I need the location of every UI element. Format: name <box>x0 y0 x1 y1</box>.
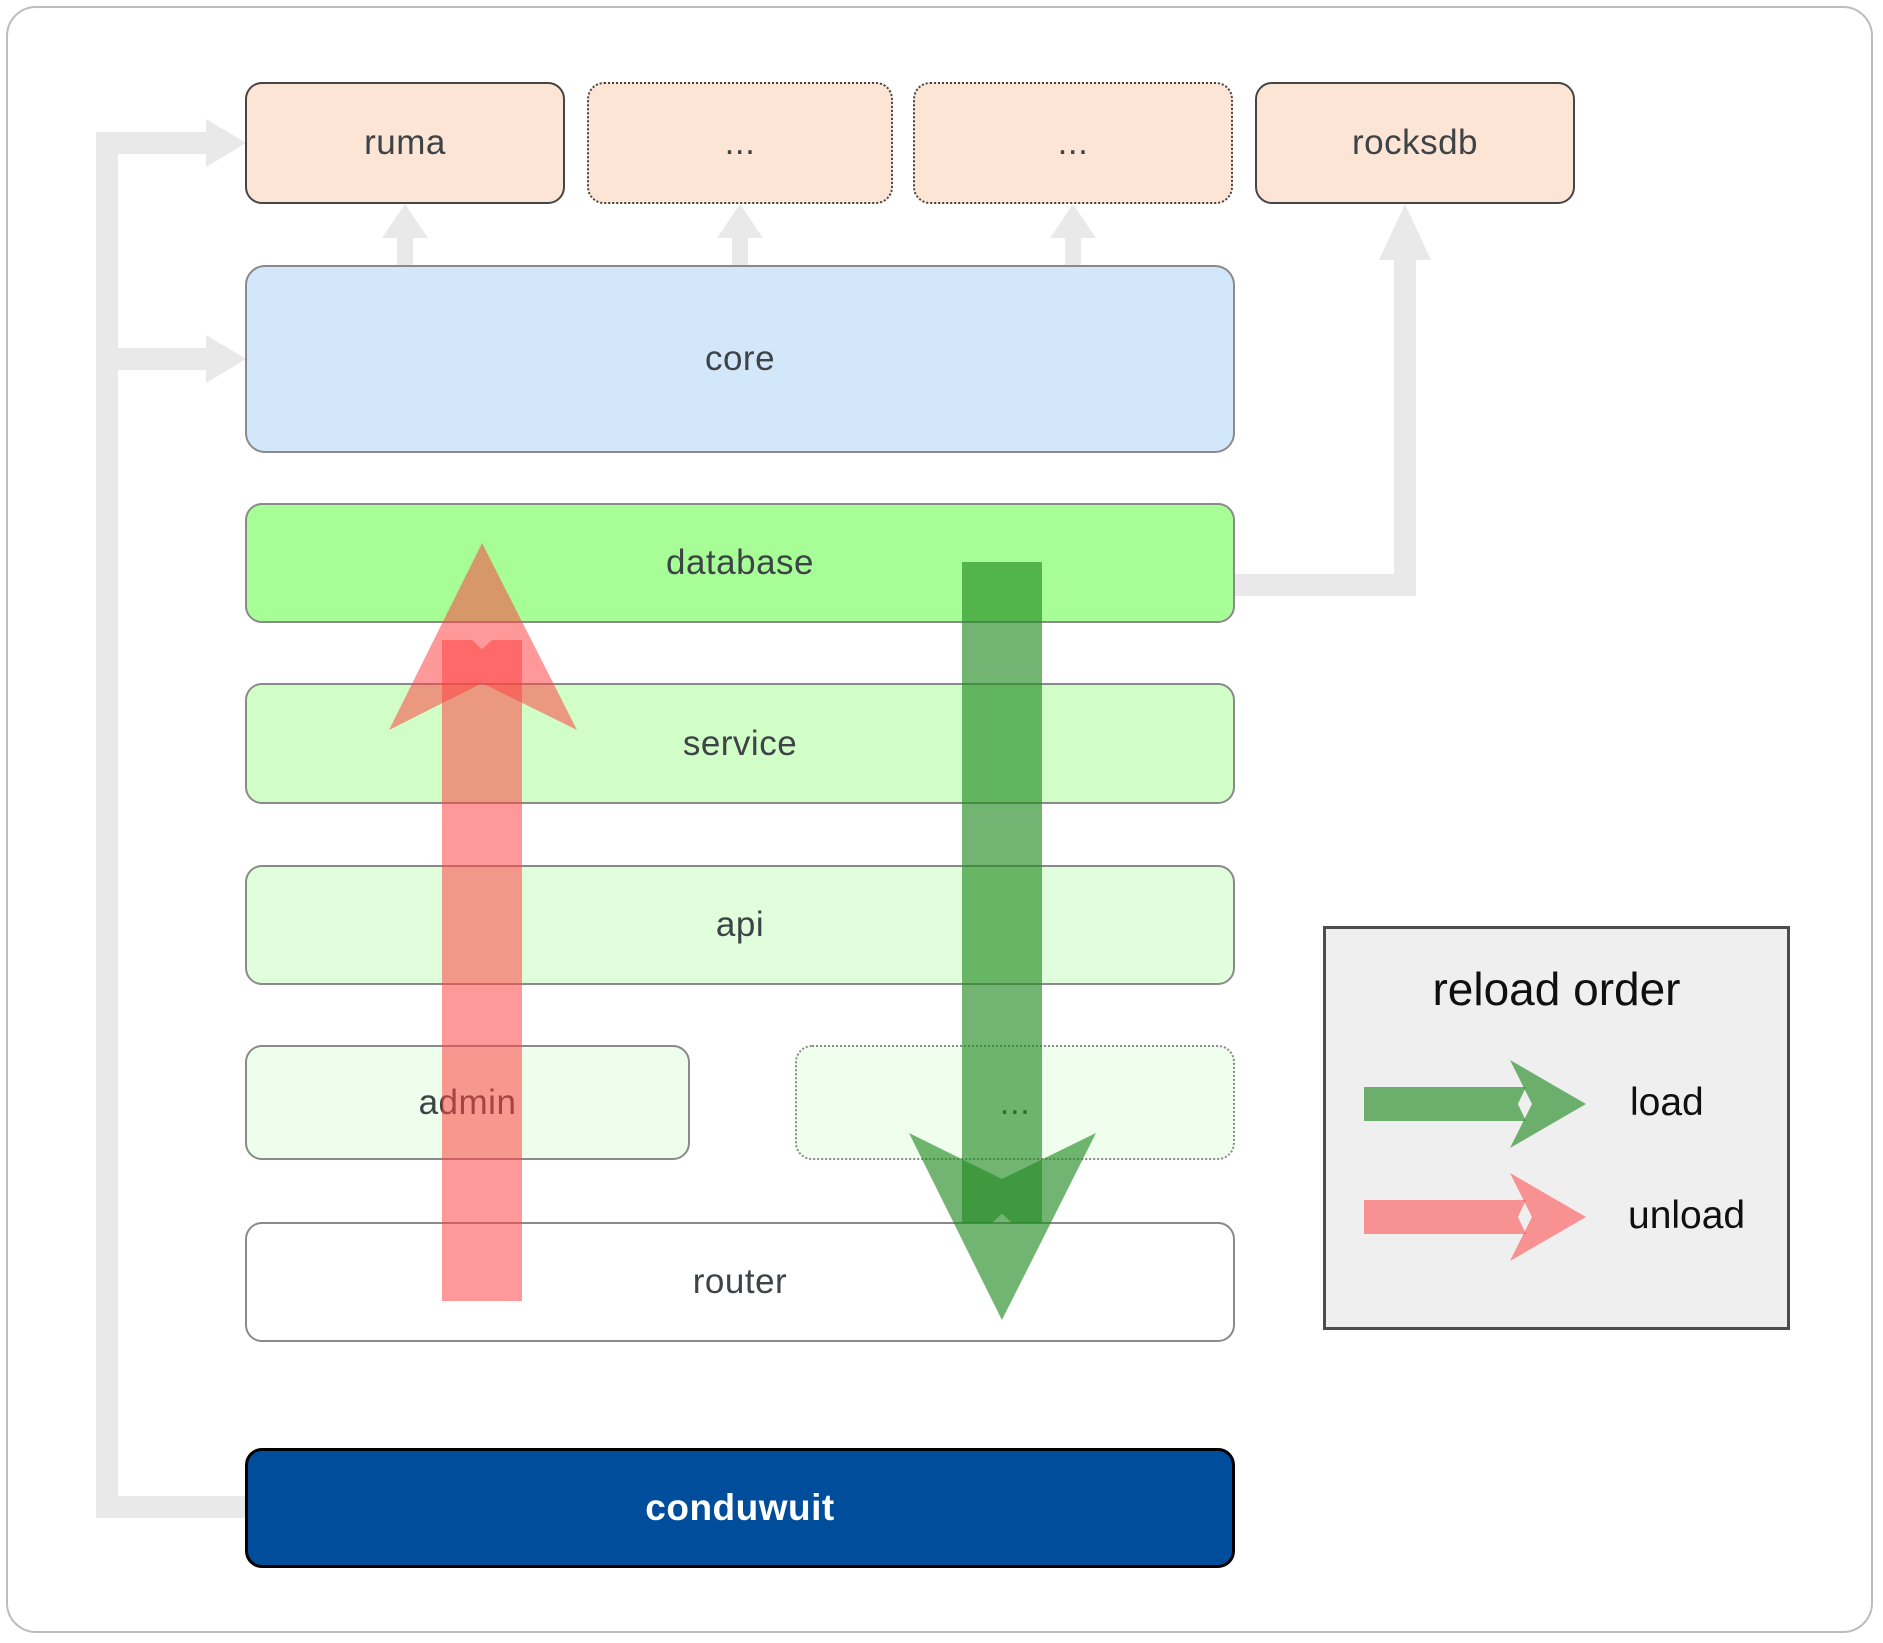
unload-arrow-shaft <box>442 640 522 1301</box>
legend-load-arrow-shaft <box>1364 1087 1526 1121</box>
connector-left-from-conduwuit <box>96 1496 248 1518</box>
legend-load-label: load <box>1630 1081 1704 1124</box>
box-router: router <box>245 1222 1235 1342</box>
connector-right-vertical <box>1394 256 1416 596</box>
box-core: core <box>245 265 1235 453</box>
box-ellipsis-top-2-label: ... <box>1057 123 1089 162</box>
legend-unload-label: unload <box>1628 1194 1746 1237</box>
box-conduwuit: conduwuit <box>245 1448 1235 1568</box>
box-ruma: ruma <box>245 82 565 204</box>
box-ellipsis-top-1: ... <box>587 82 893 204</box>
box-service: service <box>245 683 1235 804</box>
core-to-ruma-arrow-shaft <box>397 236 413 266</box>
box-core-label: core <box>704 339 776 378</box>
legend-box <box>1323 926 1790 1330</box>
connector-left-vertical <box>96 132 118 1518</box>
legend-unload-arrow-shaft <box>1364 1200 1526 1234</box>
box-conduwuit-label: conduwuit <box>645 1487 835 1528</box>
box-router-label: router <box>692 1262 788 1301</box>
load-arrow-shaft <box>962 562 1042 1223</box>
box-rocksdb: rocksdb <box>1255 82 1575 204</box>
box-api-label: api <box>715 905 765 944</box>
box-ellipsis-top-1-label: ... <box>724 123 756 162</box>
core-to-ellipsis2-arrow-shaft <box>1065 236 1081 266</box>
diagram-outer-border <box>6 6 1873 1633</box>
connector-left-to-core <box>96 348 208 370</box>
connector-right-horizontal <box>1235 574 1395 596</box>
core-to-ellipsis1-arrow-shaft <box>732 236 748 266</box>
box-database: database <box>245 503 1235 623</box>
connector-left-to-ruma <box>96 132 208 154</box>
box-service-label: service <box>682 723 798 763</box>
box-ruma-label: ruma <box>364 123 446 162</box>
box-database-label: database <box>665 543 815 582</box>
box-rocksdb-label: rocksdb <box>1351 123 1479 162</box>
legend-title: reload order <box>1432 963 1681 1015</box>
box-ellipsis-top-2: ... <box>913 82 1233 204</box>
box-api: api <box>245 865 1235 985</box>
